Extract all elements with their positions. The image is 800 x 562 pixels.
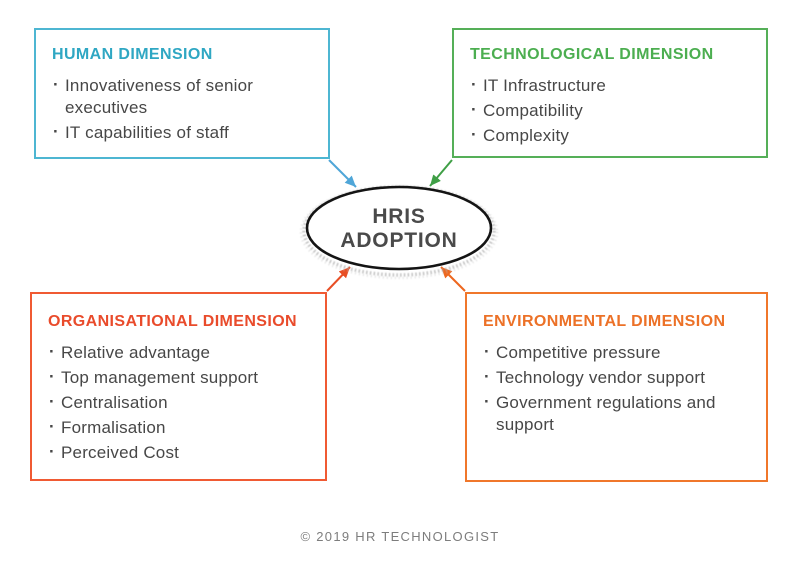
box-environmental-dimension: ENVIRONMENTAL DIMENSION Competitive pres…: [465, 292, 768, 482]
list-item: Perceived Cost: [48, 441, 311, 464]
human-dimension-title: HUMAN DIMENSION: [52, 46, 213, 63]
environmental-dimension-list: Competitive pressure Technology vendor s…: [483, 341, 752, 436]
list-item: Competitive pressure: [483, 341, 752, 364]
list-item: Formalisation: [48, 416, 311, 439]
arrow-technological-to-center: [429, 159, 453, 187]
center-label-line1: HRIS: [372, 204, 426, 228]
box-human-dimension: HUMAN DIMENSION Innovativeness of senior…: [34, 28, 330, 159]
copyright-credit: © 2019 HR TECHNOLOGIST: [300, 529, 500, 544]
organisational-dimension-title: ORGANISATIONAL DIMENSION: [48, 313, 298, 330]
environmental-dimension-title: ENVIRONMENTAL DIMENSION: [483, 313, 726, 330]
list-item: Top management support: [48, 366, 311, 389]
list-item: Centralisation: [48, 391, 311, 414]
list-item: IT Infrastructure: [470, 74, 752, 97]
arrow-environmental-to-center: [440, 266, 466, 292]
list-item: Complexity: [470, 124, 752, 147]
list-item: Technology vendor support: [483, 366, 752, 389]
list-item: Innovativeness of senior executives: [52, 74, 314, 119]
list-item: Relative advantage: [48, 341, 311, 364]
organisational-dimension-list: Relative advantage Top management suppor…: [48, 341, 311, 464]
list-item: IT capabilities of staff: [52, 121, 314, 144]
technological-dimension-title: TECHNOLOGICAL DIMENSION: [470, 46, 714, 63]
arrow-organisational-to-center: [326, 266, 351, 292]
arrow-human-to-center: [328, 159, 357, 188]
center-label-line2: ADOPTION: [340, 229, 458, 252]
technological-dimension-list: IT Infrastructure Compatibility Complexi…: [470, 74, 752, 147]
box-organisational-dimension: ORGANISATIONAL DIMENSION Relative advant…: [30, 292, 327, 481]
list-item: Compatibility: [470, 99, 752, 122]
center-node-label: HRIS ADOPTION: [307, 189, 491, 269]
list-item: Government regulations and support: [483, 391, 752, 436]
human-dimension-list: Innovativeness of senior executives IT c…: [52, 74, 314, 144]
box-technological-dimension: TECHNOLOGICAL DIMENSION IT Infrastructur…: [452, 28, 768, 158]
